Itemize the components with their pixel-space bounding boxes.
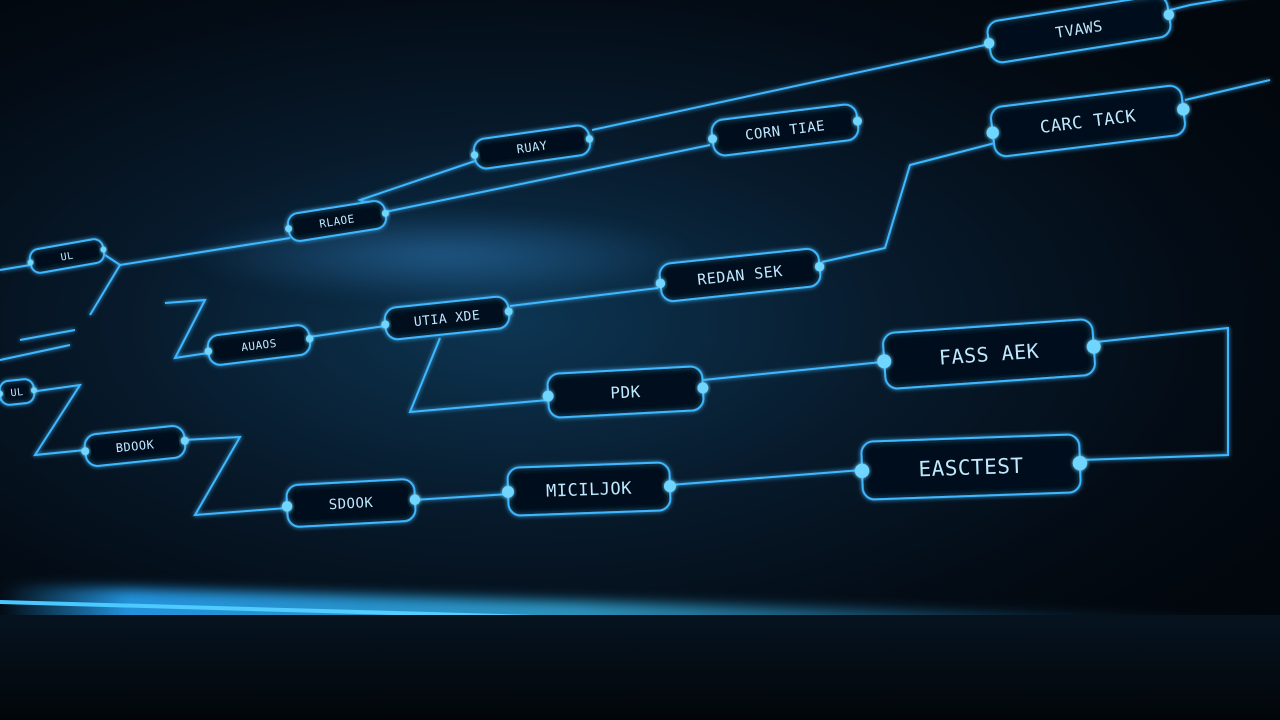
diagram-node: UL: [27, 238, 107, 274]
connector-dot: [585, 135, 594, 143]
connector-dot: [1086, 339, 1101, 354]
connector-dot: [502, 485, 515, 498]
connector-dot: [986, 126, 999, 139]
edge: [669, 469, 863, 486]
connector-dot: [100, 246, 107, 253]
connector-dot: [1072, 455, 1088, 471]
edge: [19, 329, 76, 341]
edge: [0, 344, 71, 361]
edge: [408, 337, 549, 414]
connector-dot: [983, 37, 995, 49]
diagram-node: EASCTEST: [854, 433, 1088, 501]
connector-dot: [381, 209, 389, 217]
floor-shadow: [0, 615, 1280, 720]
connector-dot: [852, 116, 862, 126]
edge: [308, 325, 386, 338]
connector-dot: [381, 320, 390, 329]
connector-dot: [81, 447, 90, 456]
node-label: RUAY: [516, 138, 549, 156]
diagram-node: SDOOK: [281, 478, 421, 528]
connector-dot: [697, 382, 709, 394]
edge: [384, 144, 711, 213]
connector-dot: [655, 278, 666, 289]
connector-dot: [1163, 9, 1175, 21]
connector-dot: [470, 151, 479, 159]
diagram-node: REDAN SEK: [655, 247, 825, 303]
connector-dot: [409, 494, 421, 505]
connector-dot: [854, 463, 870, 479]
connector-dot: [30, 387, 37, 394]
node-label: UL: [10, 387, 24, 399]
diagram-node: MICILJOK: [502, 461, 676, 517]
diagram-node: TVAWS: [983, 0, 1175, 64]
edge: [702, 361, 883, 381]
diagram-node: RLAOE: [285, 200, 389, 242]
edge: [164, 298, 209, 360]
diagram-node: CARC TACK: [986, 84, 1190, 158]
diagram-node: AUAOS: [204, 324, 314, 366]
diagram-node: PDK: [542, 365, 709, 419]
node-label: RLAOE: [318, 212, 355, 230]
connector-dot: [0, 390, 4, 397]
connector-dot: [708, 134, 718, 144]
diagram-node: BDOOK: [81, 425, 189, 467]
edge: [0, 264, 31, 271]
edges: [0, 0, 1271, 517]
diagram-node: CORN TIAE: [708, 103, 862, 157]
edge: [1079, 326, 1229, 461]
edge: [104, 237, 291, 267]
diagram-node: FASS AEK: [877, 318, 1101, 390]
diagram-node: UTIA XDE: [381, 295, 513, 341]
diagram-node: UL: [0, 378, 37, 406]
connector-dot: [542, 390, 554, 402]
edge: [821, 142, 996, 263]
node-label: AUAOS: [241, 337, 278, 354]
node-label: EASCTEST: [918, 454, 1024, 482]
connector-dot: [877, 354, 892, 369]
connector-dot: [663, 480, 676, 493]
diagram-node: RUAY: [470, 124, 594, 170]
connector-dot: [504, 307, 513, 316]
light-haze: [180, 210, 700, 300]
node-label: MICILJOK: [546, 479, 633, 502]
connector-dot: [1177, 103, 1190, 116]
node-label: PDK: [610, 382, 641, 403]
connector-dot: [180, 436, 189, 445]
node-label: UL: [60, 251, 75, 264]
edge: [182, 435, 288, 517]
edge: [412, 493, 511, 501]
connector-dot: [281, 501, 293, 512]
edge: [509, 287, 659, 307]
edge: [89, 264, 121, 316]
node-label: BDOOK: [115, 437, 155, 455]
connector-dot: [285, 225, 293, 233]
edge: [1169, 0, 1227, 11]
edge: [1184, 79, 1271, 101]
connector-dot: [204, 347, 213, 355]
edge: [591, 44, 986, 131]
node-label: SDOOK: [328, 495, 373, 513]
connector-dot: [305, 335, 314, 343]
nodes: TVAWS CARC TACK CORN TIAE RUAY RLAOE UL UL REDA…: [0, 0, 1190, 528]
node-label: UTIA XDE: [413, 308, 481, 330]
connector-dot: [27, 259, 34, 266]
connector-dot: [814, 261, 825, 272]
